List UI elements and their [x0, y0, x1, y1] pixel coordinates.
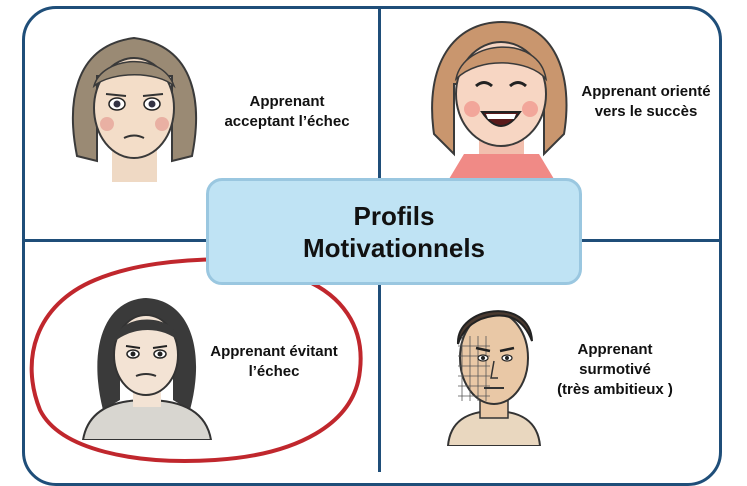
- label-top-right: Apprenant orienté vers le succès: [566, 82, 726, 122]
- highlight-circle: [29, 257, 363, 463]
- label-bottom-right-line3: (très ambitieux ): [557, 381, 673, 398]
- label-bottom-left: Apprenant évitant l’échec: [194, 342, 354, 382]
- label-bottom-left-line1: Apprenant évitant: [210, 343, 338, 360]
- center-title-box: Profils Motivationnels: [206, 178, 582, 285]
- center-title-line2: Motivationnels: [302, 232, 485, 263]
- label-bottom-right-line1: Apprenant: [577, 341, 653, 358]
- label-top-right-line2: vers le succès: [594, 103, 698, 120]
- label-bottom-right: Apprenant surmotivé (très ambitieux ): [540, 340, 690, 400]
- sad-girl-icon: [72, 36, 197, 182]
- label-bottom-left-line2: l’échec: [248, 363, 300, 380]
- center-title-line1: Profils: [353, 200, 435, 231]
- happy-girl-icon: [431, 20, 568, 179]
- label-top-left: Apprenant acceptant l’échec: [206, 92, 368, 132]
- label-top-left-line2: acceptant l’échec: [224, 113, 350, 130]
- anxious-girl-icon: [81, 298, 213, 440]
- label-top-left-line1: Apprenant: [249, 93, 325, 110]
- label-top-right-line1: Apprenant orienté: [581, 83, 711, 100]
- label-bottom-right-line2: surmotivé: [579, 361, 651, 378]
- determined-man-icon: [446, 310, 542, 446]
